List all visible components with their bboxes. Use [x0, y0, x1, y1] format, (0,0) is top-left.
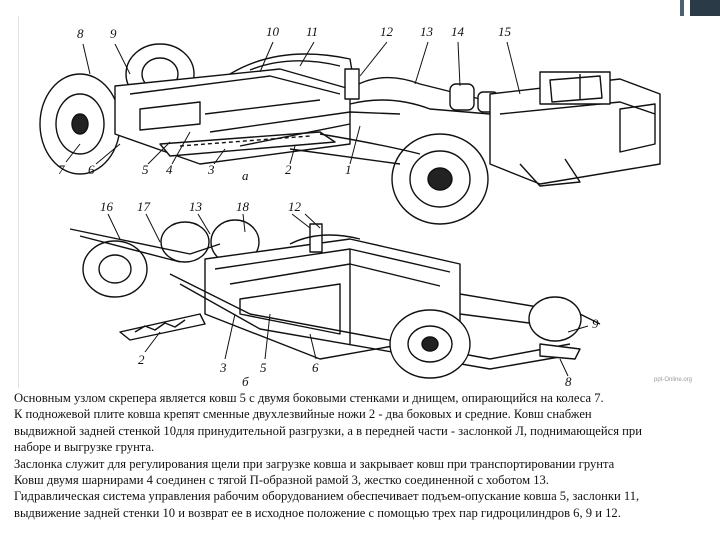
label-10: 10 [266, 24, 280, 39]
watermark: ppt-Online.org [654, 377, 693, 383]
label-7: 7 [58, 162, 65, 177]
caption-b: б [242, 374, 249, 389]
label-11: 11 [306, 24, 318, 39]
label-3: 3 [207, 162, 215, 177]
label-9b: 9 [592, 316, 599, 331]
text-line: Основным узлом скрепера является ковш 5 … [14, 391, 604, 405]
text-line: выдвижение задней стенки 10 и возврат ее… [14, 505, 621, 520]
left-rule [18, 16, 19, 388]
knife-detail [119, 313, 206, 341]
label-2: 2 [285, 162, 292, 177]
label-15: 15 [498, 24, 512, 39]
label-3b: 3 [219, 360, 227, 375]
caption-a: а [242, 168, 249, 183]
label-18: 18 [236, 199, 250, 214]
text-line: Гидравлическая система управления рабочи… [14, 489, 640, 504]
label-6: 6 [88, 162, 95, 177]
text-line: выдвижной задней стенкой 10для принудите… [14, 423, 642, 438]
label-12: 12 [380, 24, 394, 39]
top-bar-block [690, 0, 720, 16]
label-5b: 5 [260, 360, 267, 375]
top-bar [0, 0, 720, 16]
label-16: 16 [100, 199, 114, 214]
tractor-body [489, 78, 661, 185]
label-6b: 6 [312, 360, 319, 375]
label-12b: 12 [288, 199, 302, 214]
text-line: К подножевой плите ковша крепят сменные … [14, 407, 592, 422]
text-line: наборе и выгрузке грунта. [14, 440, 155, 455]
text-line: Заслонка служит для регулирования щели п… [14, 456, 615, 471]
text-line: Ковш двумя шарнирами 4 соединен с тягой … [14, 473, 549, 488]
label-4: 4 [166, 162, 173, 177]
scraper-diagram: 8 9 10 11 12 13 14 15 7 6 5 4 3 2 1 а [20, 14, 710, 390]
label-8b: 8 [565, 374, 572, 389]
scraper-drawing: 8 9 10 11 12 13 14 15 7 6 5 4 3 2 1 а [39, 24, 661, 389]
label-17: 17 [137, 199, 151, 214]
top-bar-accent [680, 0, 684, 16]
lower-wheel-left [82, 240, 148, 298]
label-9: 9 [110, 26, 117, 41]
label-5: 5 [142, 162, 149, 177]
label-8: 8 [77, 26, 84, 41]
description-text: Основным узлом скрепера является ковш 5 … [14, 390, 716, 521]
label-13: 13 [420, 24, 434, 39]
label-1: 1 [345, 162, 352, 177]
label-13b: 13 [189, 199, 203, 214]
label-2b: 2 [138, 352, 145, 367]
label-14: 14 [451, 24, 465, 39]
